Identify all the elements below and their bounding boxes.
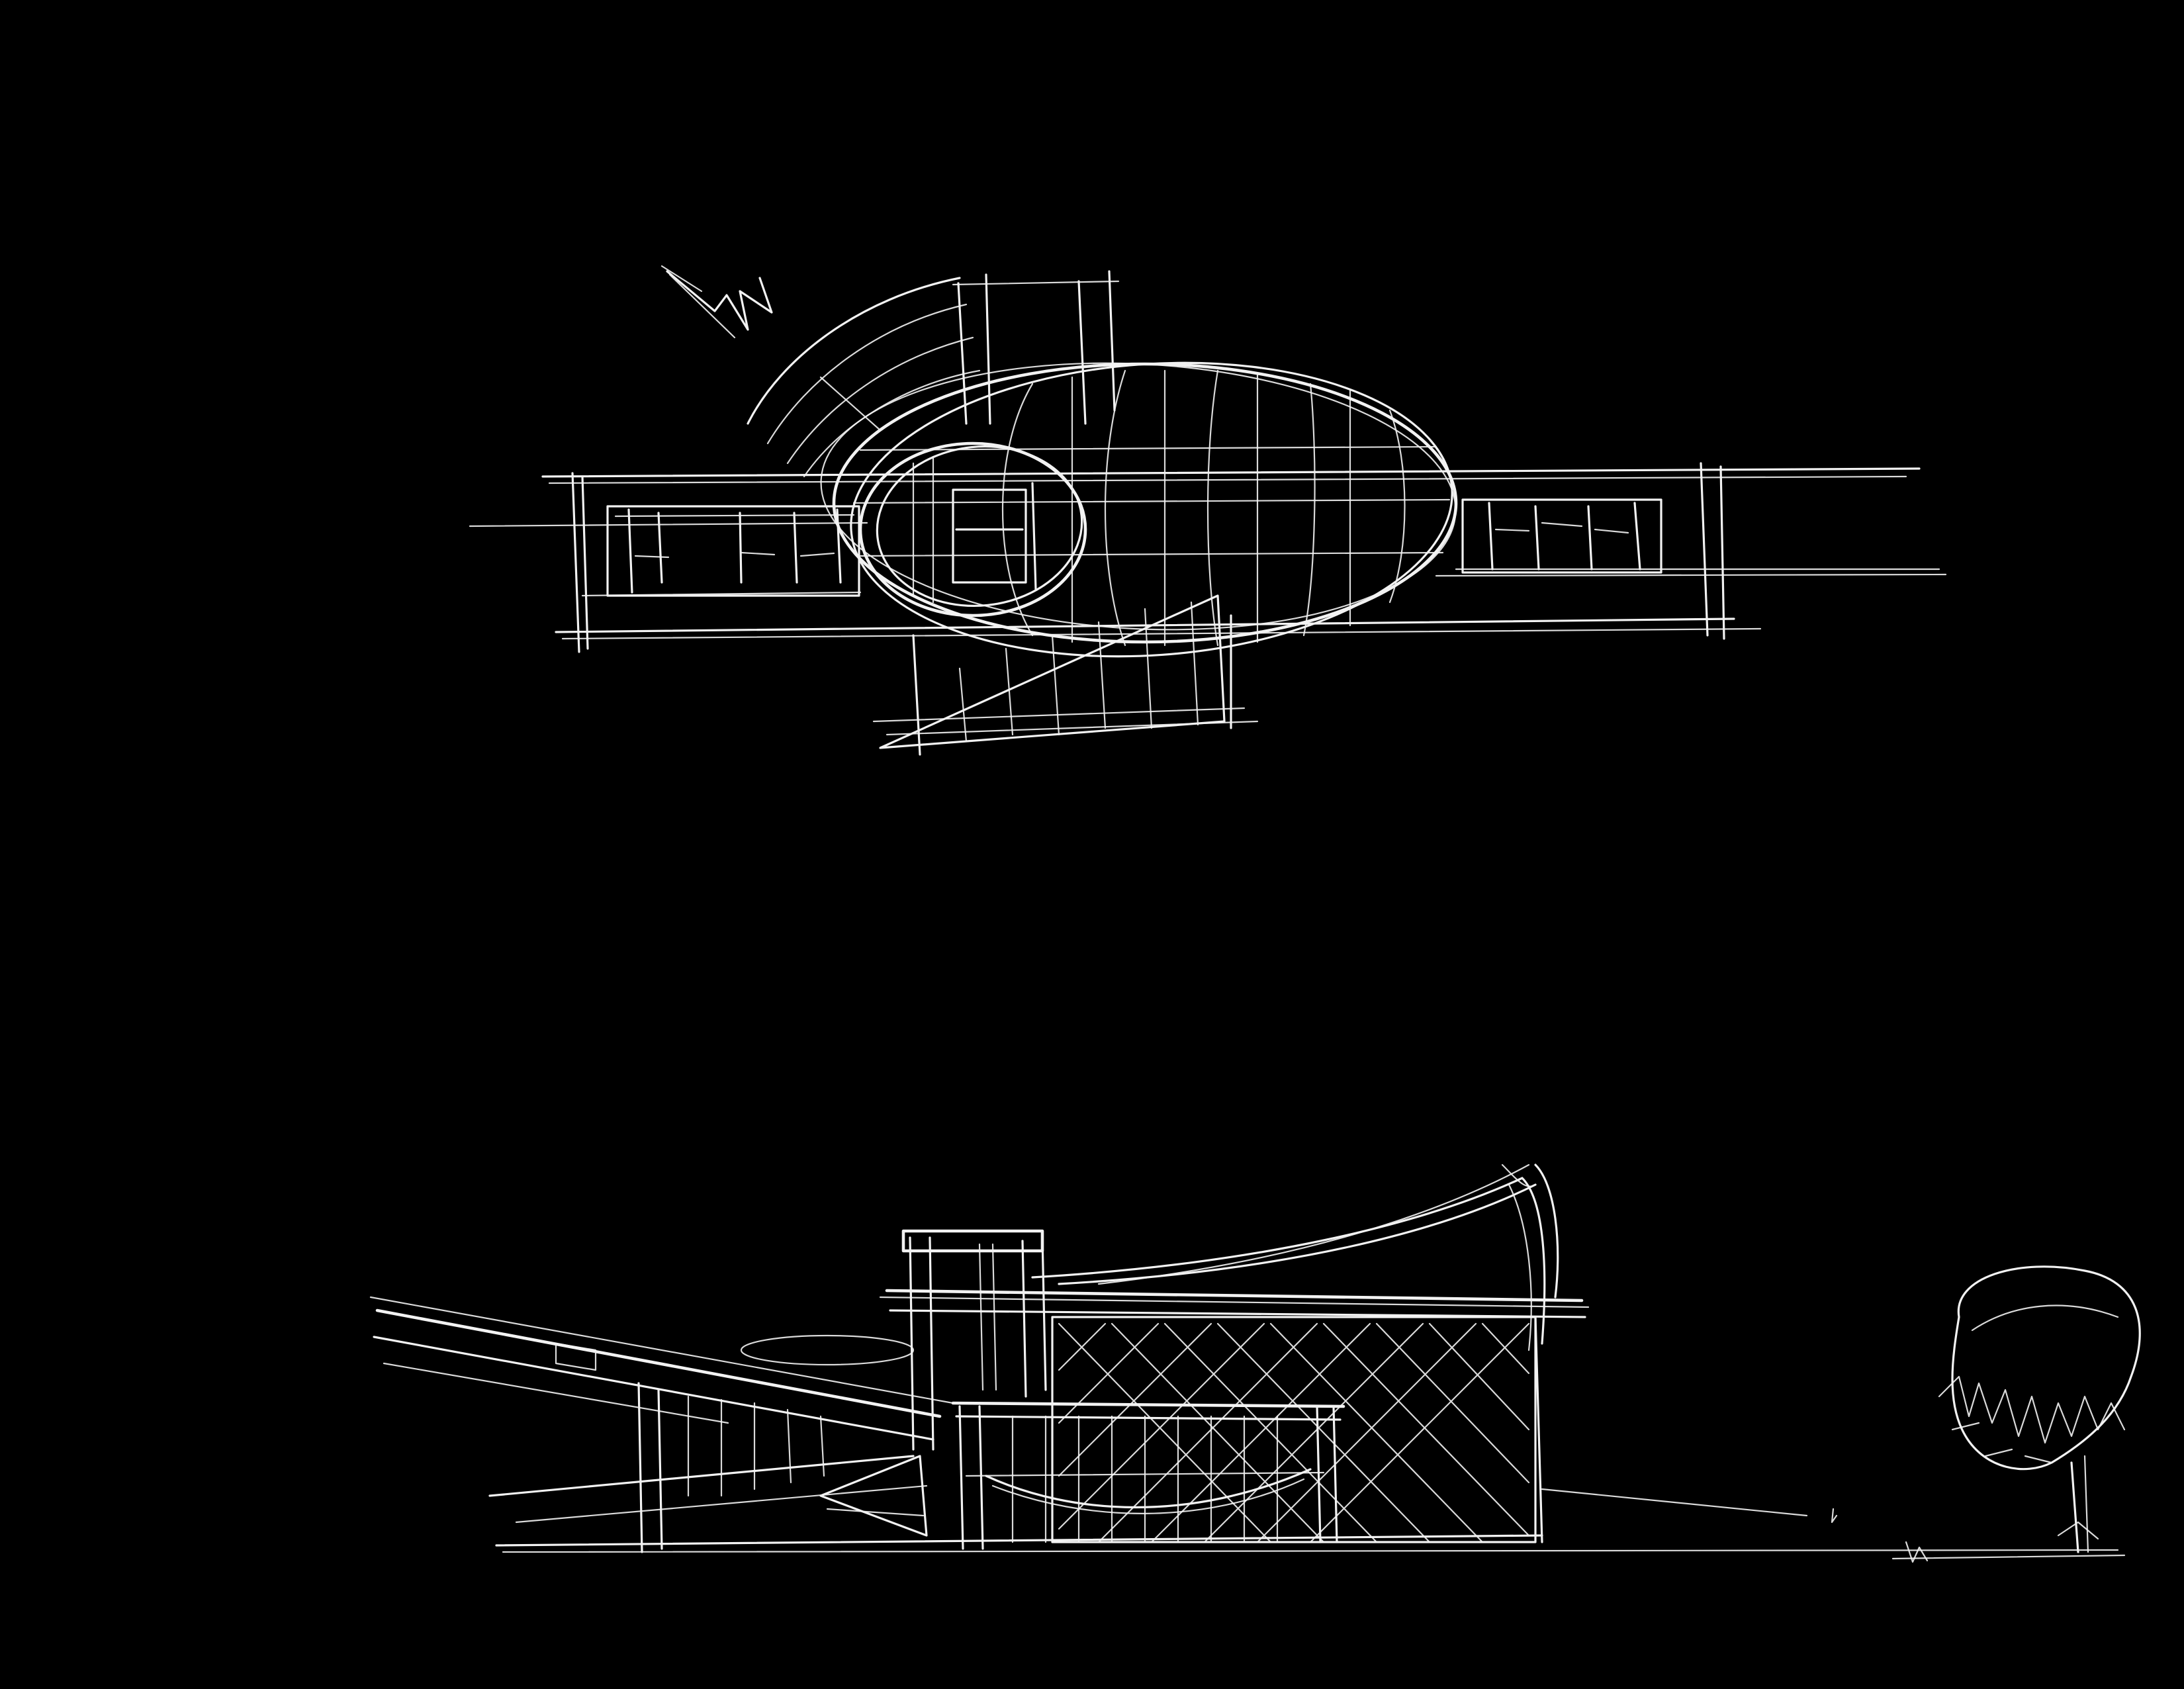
elevation-tower: [901, 1229, 1047, 1451]
plan-inner-oval: [858, 441, 1087, 617]
plan-right-windows: [1461, 498, 1662, 574]
plan-left-windows: [606, 505, 860, 597]
elevation-roof: [740, 1164, 1590, 1366]
elevation-view: [369, 1164, 2141, 1563]
elevation-step: [819, 1455, 928, 1537]
tree-icon: [1938, 1265, 2141, 1553]
plan-tower: [952, 270, 1120, 425]
roof-arcs: [747, 277, 981, 478]
plan-view: [469, 265, 1947, 756]
plan-ramp: [872, 594, 1259, 756]
elevation-ground: [495, 1508, 2126, 1563]
north-arrow-icon: [660, 265, 773, 339]
plan-long-bar: [469, 462, 1947, 653]
elevation-extension: [1541, 1488, 1808, 1517]
elevation-glass-volume: [1051, 1316, 1543, 1543]
elevation-lower-box: [951, 1401, 1345, 1550]
elevation-ramp: [369, 1296, 954, 1553]
plan-oval: [820, 361, 1458, 658]
